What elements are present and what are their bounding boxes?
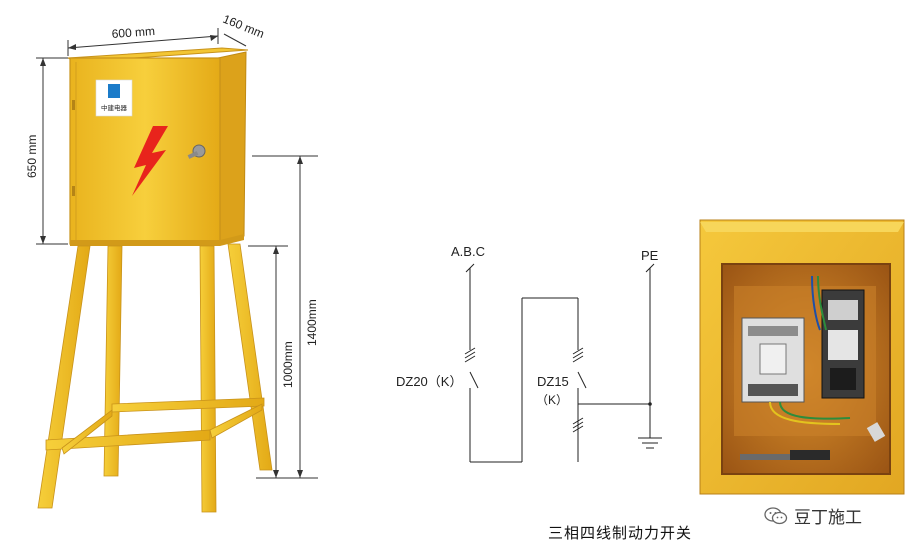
lightning-bolt-icon — [132, 126, 168, 196]
main-breaker-device — [741, 317, 805, 403]
dim-width-label: 600 mm — [111, 24, 155, 41]
branch-breaker-label: DZ15 — [537, 374, 569, 389]
dim-total-height-label: 1400mm — [305, 299, 319, 346]
watermark-text: 豆丁施工 — [794, 508, 862, 528]
main-breaker-label: DZ20（K） — [396, 374, 462, 389]
stand-frame — [37, 243, 273, 513]
figure-caption: 三相四线制动力开关 — [548, 524, 693, 542]
logo-text: 中建电器 — [101, 103, 128, 112]
dim-leg-height-label: 1000mm — [281, 341, 295, 388]
branch-breaker-note: （K） — [536, 393, 568, 407]
open-cabinet-photo — [699, 219, 905, 495]
pe-label: PE — [641, 248, 659, 263]
wechat-icon — [764, 506, 788, 524]
cabinet-illustration: 中建电器 — [37, 47, 273, 513]
wiring-schematic — [464, 263, 662, 463]
watermark: 豆丁施工 — [764, 503, 862, 528]
dim-depth-label: 160 mm — [221, 12, 266, 41]
dim-box-height-label: 650 mm — [25, 135, 39, 178]
dimension-lines — [36, 28, 318, 479]
phase-label: A.B.C — [451, 244, 485, 259]
branch-breaker-device — [821, 289, 865, 399]
logo-mark — [108, 84, 120, 98]
